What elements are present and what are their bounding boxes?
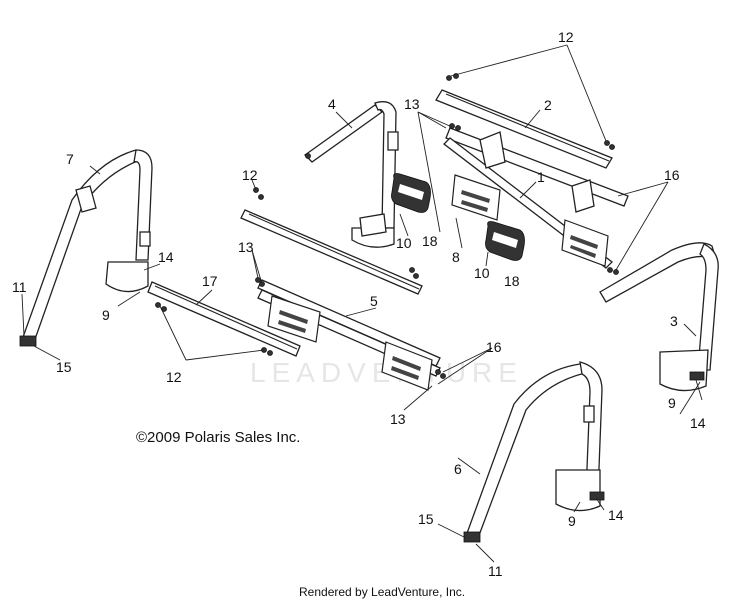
callout-15-left: 15 xyxy=(56,359,72,375)
callout-15-bottom: 15 xyxy=(418,511,434,527)
part-12-center-crossbar xyxy=(240,187,423,295)
callout-12-top: 12 xyxy=(558,29,574,45)
copyright-text: ©2009 Polaris Sales Inc. xyxy=(136,429,300,446)
part-2-rear-crossbar xyxy=(435,73,615,169)
callout-18-lower: 18 xyxy=(504,273,520,289)
callout-14-bottom: 14 xyxy=(608,507,624,523)
callout-16-right: 16 xyxy=(664,167,680,183)
callout-13-bottom: 13 xyxy=(390,411,406,427)
callout-12-bottom: 12 xyxy=(166,369,182,385)
callout-8: 8 xyxy=(452,249,460,265)
part-18-mirror-lower xyxy=(485,221,525,261)
callout-7: 7 xyxy=(66,151,74,167)
callout-2: 2 xyxy=(544,97,552,113)
callout-13-top: 13 xyxy=(404,96,420,112)
callout-18-upper: 18 xyxy=(422,233,438,249)
callout-12-mid: 12 xyxy=(242,167,258,183)
part-7-left-rollbar xyxy=(19,149,153,347)
footer-rendered-by: Rendered by LeadVenture, Inc. xyxy=(299,585,465,599)
callout-10-upper: 10 xyxy=(396,235,412,251)
callout-11-left: 11 xyxy=(12,279,27,295)
part-3-right-rollbar xyxy=(599,242,719,392)
callout-1: 1 xyxy=(537,169,545,185)
callout-17: 17 xyxy=(202,273,218,289)
part-17-front-crossbar xyxy=(147,281,301,357)
part-18-mirror-upper xyxy=(391,173,431,213)
part-1-rear-frame xyxy=(443,123,629,275)
part-6-right-rollbar xyxy=(463,361,605,543)
callout-10-lower: 10 xyxy=(474,265,490,281)
callout-9-right: 9 xyxy=(668,395,676,411)
part-5-front-frame xyxy=(255,277,446,391)
leader-lines xyxy=(21,44,703,563)
callout-4: 4 xyxy=(328,96,336,112)
callout-3: 3 xyxy=(670,313,678,329)
callout-14-right: 14 xyxy=(690,415,706,431)
part-4-rear-upright xyxy=(303,101,399,248)
callout-5: 5 xyxy=(370,293,378,309)
callout-16-mid: 16 xyxy=(486,339,502,355)
callout-14-left: 14 xyxy=(158,249,174,265)
callout-9-bottom: 9 xyxy=(568,513,576,529)
callouts: 12 2 13 4 1 16 12 7 10 18 8 10 18 13 14 … xyxy=(12,29,706,579)
callout-6: 6 xyxy=(454,461,462,477)
callout-11-bottom: 11 xyxy=(488,563,503,579)
callout-9-left: 9 xyxy=(102,307,110,323)
callout-13-mid: 13 xyxy=(238,239,254,255)
